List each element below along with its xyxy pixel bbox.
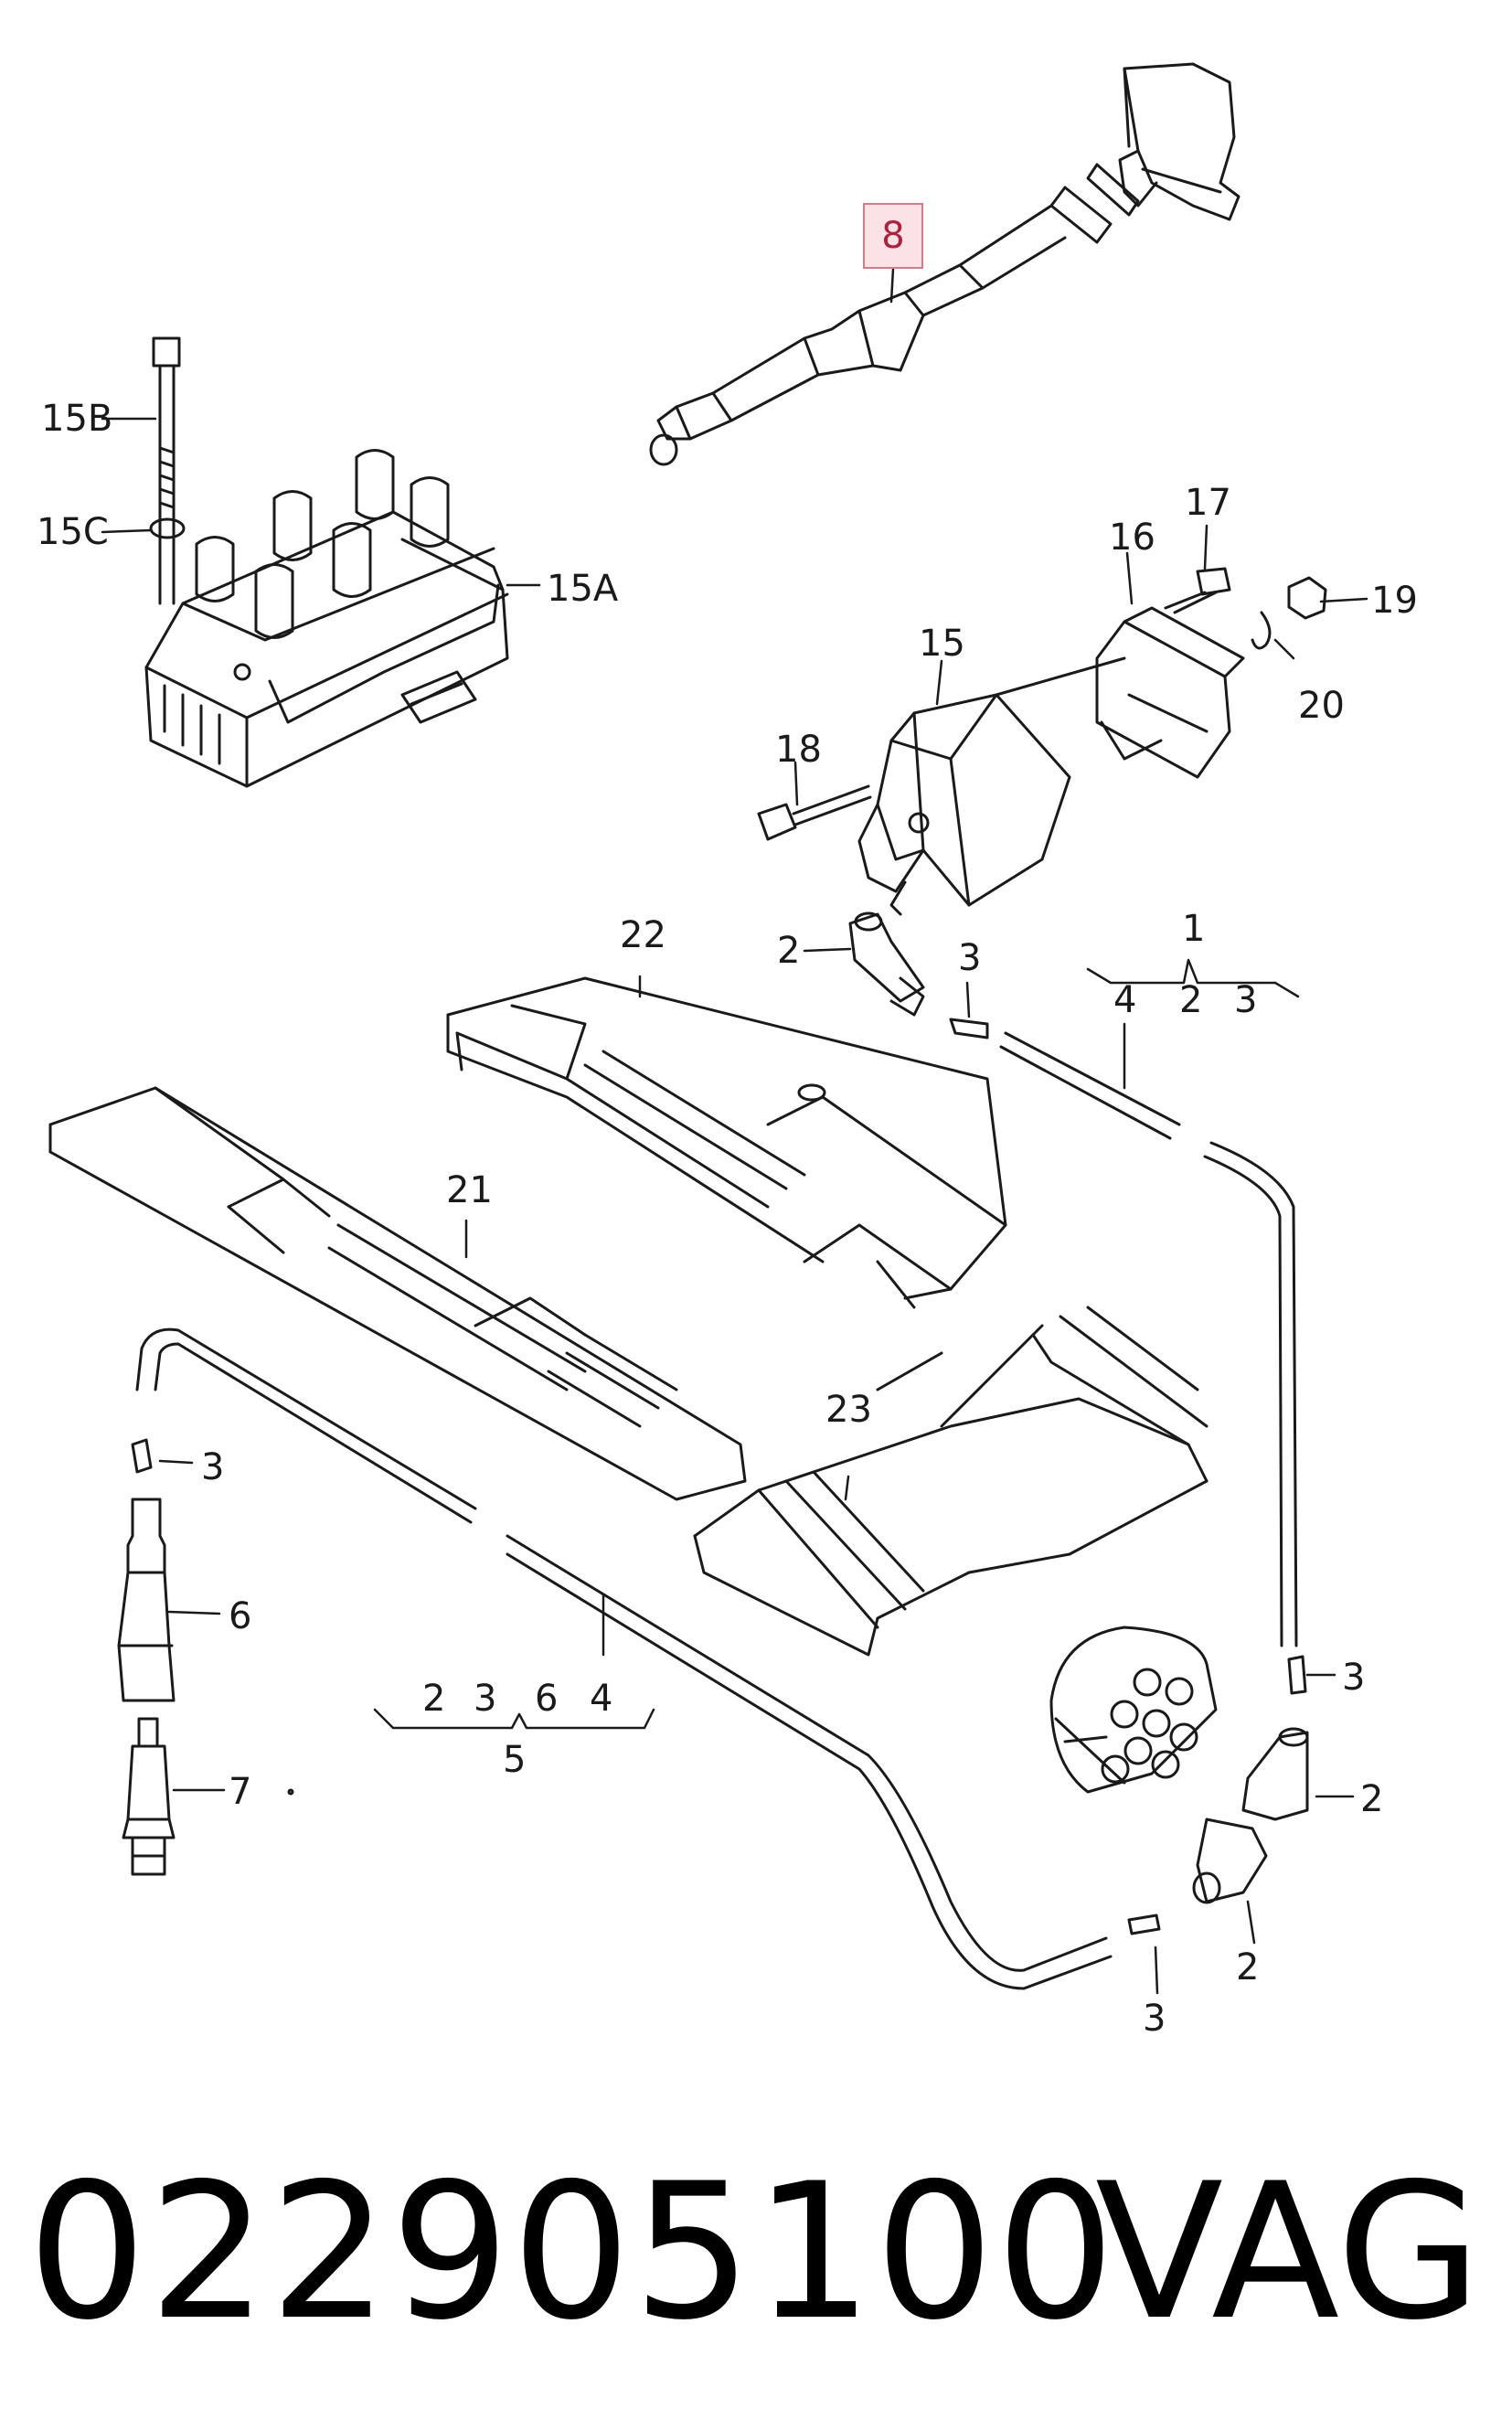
leader-lines xyxy=(101,267,1368,1995)
bolt-part-15B xyxy=(152,336,181,605)
hose-right-top-inner xyxy=(999,1045,1172,1140)
callout-3-bottom[interactable]: 3 xyxy=(1143,1998,1166,2040)
plug-connector-part-6 xyxy=(117,1498,176,1702)
ignition-module-part-15 xyxy=(857,656,1126,916)
hose-center-long xyxy=(506,1534,1108,1972)
callout-8-highlighted[interactable]: 8 xyxy=(863,203,923,269)
hose-center-long-inner xyxy=(506,1552,1113,1990)
clip-part-3-d xyxy=(1127,1914,1161,1935)
callout-7[interactable]: 7 xyxy=(229,1771,252,1813)
brand-name: VAG xyxy=(1095,2144,1482,2361)
callout-4-right[interactable]: 4 xyxy=(1113,979,1137,1021)
callout-6[interactable]: 6 xyxy=(229,1595,252,1637)
hose-right-vertical xyxy=(1209,1141,1298,1647)
cover-part-21 xyxy=(48,1086,747,1501)
callout-3-left[interactable]: 3 xyxy=(201,1446,225,1488)
callout-15C[interactable]: 15C xyxy=(37,511,109,553)
nut-part-19 xyxy=(1287,576,1327,620)
callout-2-top[interactable]: 2 xyxy=(777,930,801,972)
callout-18[interactable]: 18 xyxy=(775,729,822,771)
callout-5[interactable]: 5 xyxy=(503,1739,527,1781)
callout-2-group5[interactable]: 2 xyxy=(422,1678,446,1720)
amplifier-part-16 xyxy=(1095,606,1245,779)
callout-3-group5[interactable]: 3 xyxy=(474,1678,497,1720)
callout-3-right[interactable]: 3 xyxy=(1342,1657,1366,1699)
cover-part-22 xyxy=(446,976,1007,1309)
bolt-part-18 xyxy=(757,784,872,841)
part-number: 022905100 xyxy=(27,2144,1117,2361)
callout-22[interactable]: 22 xyxy=(620,914,666,956)
clip-part-3-c xyxy=(1287,1655,1307,1695)
callout-15B[interactable]: 15B xyxy=(41,398,113,440)
screw-part-17 xyxy=(1164,567,1231,614)
callout-23[interactable]: 23 xyxy=(825,1389,872,1431)
callout-4-group5[interactable]: 4 xyxy=(590,1678,613,1720)
callout-20[interactable]: 20 xyxy=(1298,685,1345,727)
parts-diagram xyxy=(48,62,1368,1995)
callout-16[interactable]: 16 xyxy=(1109,517,1155,559)
cover-part-23 xyxy=(693,1306,1209,1657)
clip-part-20 xyxy=(1251,611,1272,650)
connector-part-2-top xyxy=(848,911,925,1017)
ignition-coil-part-8 xyxy=(649,62,1240,466)
callout-2-bottom[interactable]: 2 xyxy=(1236,1946,1260,1988)
clip-part-3-a xyxy=(949,1018,989,1039)
coil-pack-part-15A xyxy=(144,449,509,788)
stray-dot xyxy=(287,1788,294,1796)
connector-part-2-right xyxy=(1241,1727,1309,1821)
callout-15[interactable]: 15 xyxy=(919,623,965,665)
callout-3-top[interactable]: 3 xyxy=(958,937,982,979)
clip-part-3-b xyxy=(131,1438,153,1474)
callout-19[interactable]: 19 xyxy=(1371,580,1418,622)
callout-6-group5[interactable]: 6 xyxy=(535,1678,559,1720)
washer-part-15C xyxy=(149,517,186,539)
hose-right-vertical-inner xyxy=(1203,1155,1283,1647)
callout-21[interactable]: 21 xyxy=(446,1169,493,1211)
callout-3-group1[interactable]: 3 xyxy=(1234,979,1258,1021)
callout-2-group1[interactable]: 2 xyxy=(1179,979,1203,1021)
callout-2-right[interactable]: 2 xyxy=(1360,1778,1384,1820)
hose-left-top-inner xyxy=(154,1342,473,1524)
callout-17[interactable]: 17 xyxy=(1185,482,1231,524)
spark-plug-part-7 xyxy=(122,1717,176,1876)
callout-1[interactable]: 1 xyxy=(1182,908,1206,950)
hose-left-top xyxy=(135,1327,477,1510)
hose-right-top xyxy=(1004,1031,1181,1126)
distributor-cap xyxy=(1049,1626,1218,1794)
connector-part-2-bottom xyxy=(1192,1818,1268,1904)
callout-15A[interactable]: 15A xyxy=(547,568,619,610)
